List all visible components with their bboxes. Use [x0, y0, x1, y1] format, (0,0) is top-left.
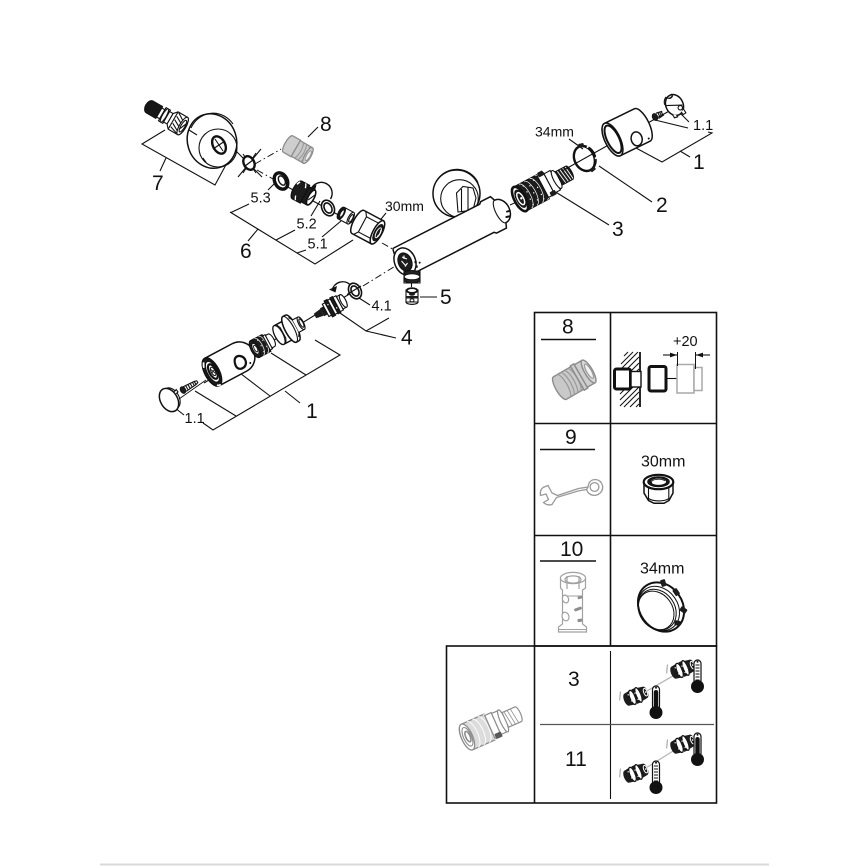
svg-text:4.1: 4.1	[372, 299, 392, 315]
svg-text:4: 4	[401, 327, 413, 350]
svg-text:+20: +20	[673, 334, 698, 350]
svg-text:1.1: 1.1	[693, 118, 713, 134]
svg-text:1.1: 1.1	[185, 411, 205, 427]
svg-text:5.2: 5.2	[297, 217, 317, 233]
svg-text:3: 3	[568, 668, 580, 691]
svg-text:5.1: 5.1	[308, 237, 328, 253]
svg-text:30mm: 30mm	[385, 198, 424, 214]
svg-text:10: 10	[560, 538, 583, 561]
svg-text:2: 2	[656, 194, 668, 217]
svg-text:34mm: 34mm	[640, 561, 684, 578]
svg-text:34mm: 34mm	[535, 124, 574, 140]
svg-text:1: 1	[693, 151, 705, 174]
svg-text:7: 7	[152, 172, 164, 195]
svg-text:6: 6	[240, 240, 252, 263]
svg-text:3: 3	[612, 218, 624, 241]
svg-text:1: 1	[306, 400, 318, 423]
svg-text:8: 8	[320, 113, 332, 136]
svg-text:11: 11	[565, 748, 587, 771]
svg-text:30mm: 30mm	[641, 454, 685, 471]
svg-text:5.3: 5.3	[251, 191, 271, 207]
svg-text:8: 8	[562, 316, 574, 339]
svg-text:5: 5	[440, 286, 452, 309]
svg-text:9: 9	[565, 426, 577, 449]
